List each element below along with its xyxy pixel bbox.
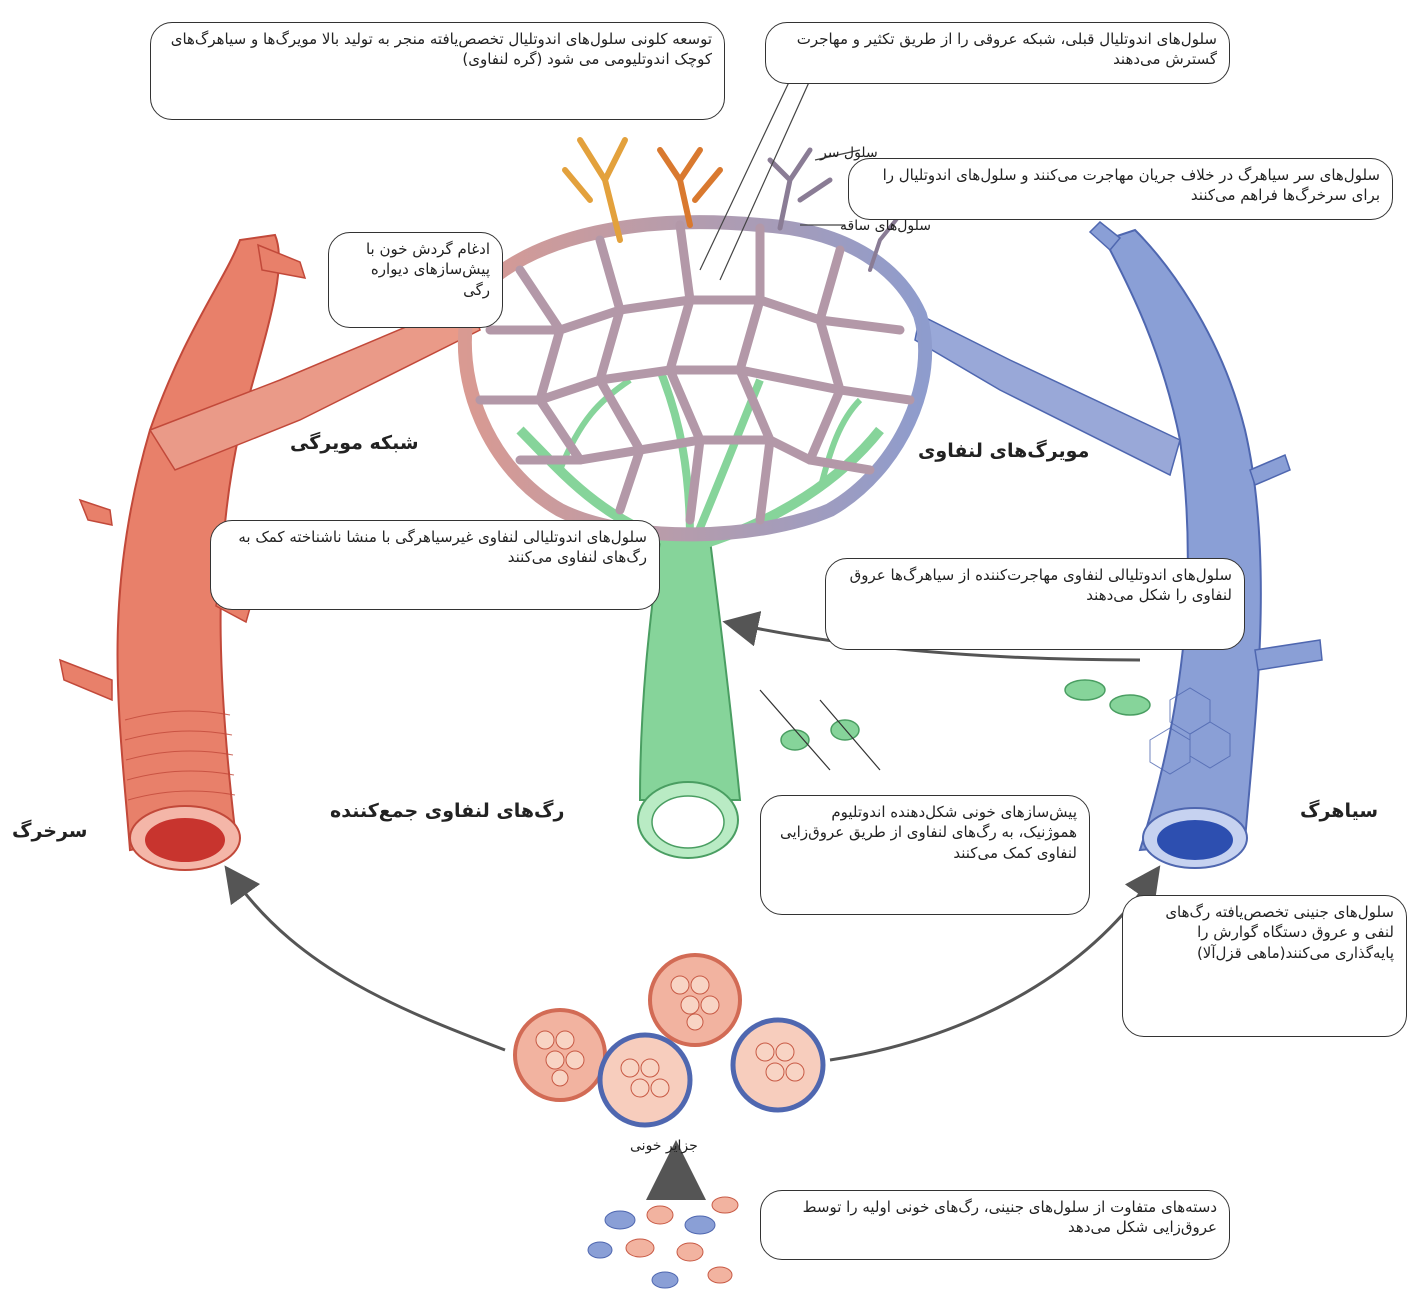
blood-islands-label: جزایر خونی [630,1138,698,1154]
callout-preexisting: سلول‌های اندوتلیال قبلی، شبکه عروقی را ا… [765,22,1230,84]
embryonic-cells [587,1140,739,1289]
callout-precursors: پیش‌سازهای خونی شکل‌دهنده اندوتلیوم هموژ… [760,795,1090,915]
capillary-network [457,215,933,542]
tip-cell-label: سلول سر [820,145,878,161]
callout-diverse: دسته‌های متفاوت از سلول‌های جنینی، رگ‌ها… [760,1190,1230,1260]
callout-migrating: سلول‌های اندوتلیالی لنفاوی مهاجرت‌کننده … [825,558,1245,650]
vein [914,220,1323,869]
collecting-lymph-label: رگ‌های لنفاوی جمع‌کننده [330,800,565,822]
sprouts [562,137,902,272]
lymph-capillaries-label: مویرگ‌های لنفاوی [918,440,1090,462]
collecting-lymph-vessel [516,368,884,859]
cycle-arrows [224,611,1161,1062]
callout-integration: ادغام گردش خون با پیش‌سازهای دیواره رگی [328,232,503,328]
callout-clonal: توسعه کلونی سلول‌های اندوتلیال تخصص‌یافت… [150,22,725,120]
hemogenic-precursors [759,689,881,771]
pointer-lines [699,79,861,281]
callout-embryonic: سلول‌های جنینی تخصص‌یافته رگ‌های لنفی و … [1122,895,1407,1037]
capillary-network-label: شبکه مویرگی [290,432,419,454]
stalk-cells-label: سلول‌های ساقه [840,218,932,234]
blood-islands [513,953,826,1128]
vein-label: سیاهرگ [1300,800,1379,822]
callout-nonvenous: سلول‌های اندوتلیالی لنفاوی غیرسیاهرگی با… [210,520,660,610]
callout-tip-cells: سلول‌های سر سیاهرگ در خلاف جریان مهاجرت … [848,158,1393,220]
artery-label: سرخرگ [12,820,88,842]
